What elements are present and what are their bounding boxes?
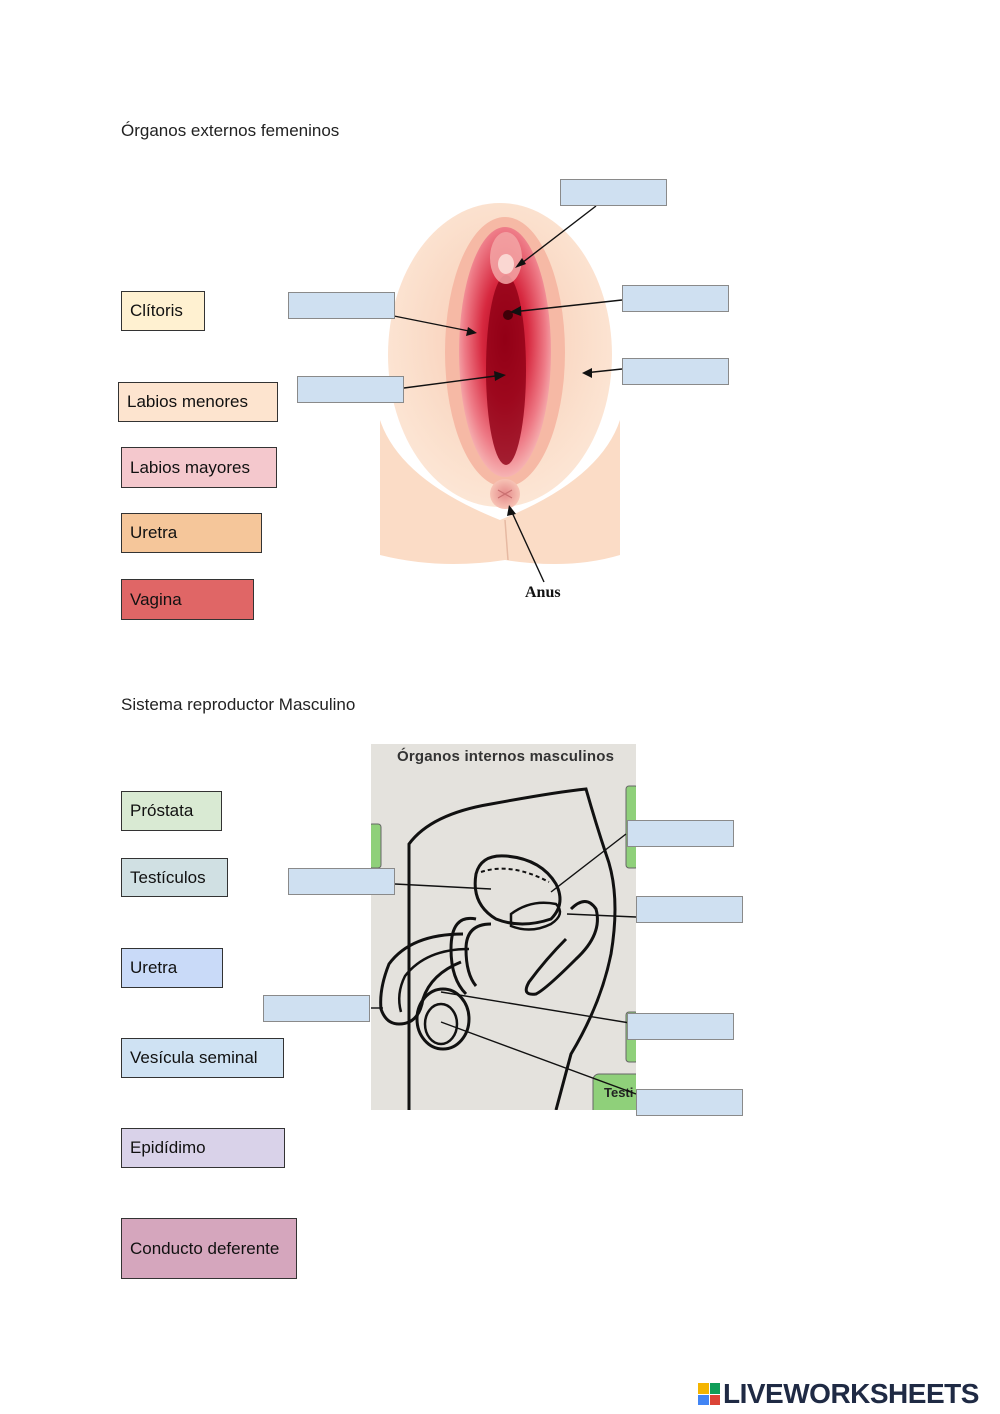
male-figure-caption: Órganos internos masculinos xyxy=(397,748,615,765)
drop-zone-female-4[interactable] xyxy=(622,358,729,385)
male-anatomy-drawing: Testi xyxy=(371,785,636,1110)
anus-label: Anus xyxy=(525,584,561,601)
female-section-title: Órganos externos femeninos xyxy=(121,121,340,140)
logo-wordmark: LIVEWORKSHEETS xyxy=(723,1378,979,1409)
drop-zone-male-3[interactable] xyxy=(636,896,743,923)
female-anatomy-illustration: Anus xyxy=(380,203,623,601)
liveworksheets-logo: LIVEWORKSHEETS xyxy=(698,1378,979,1410)
label-testiculos[interactable]: Testículos xyxy=(121,858,228,897)
label-vesicula-seminal[interactable]: Vesícula seminal xyxy=(121,1038,284,1078)
drop-zone-male-1[interactable] xyxy=(627,820,734,847)
label-uretra-female[interactable]: Uretra xyxy=(121,513,262,553)
logo-mark-icon xyxy=(698,1383,720,1405)
drop-zone-male-5[interactable] xyxy=(627,1013,734,1040)
label-labios-menores[interactable]: Labios menores xyxy=(118,382,278,422)
label-uretra-male[interactable]: Uretra xyxy=(121,948,223,988)
label-clitoris[interactable]: Clítoris xyxy=(121,291,205,331)
drop-zone-female-5[interactable] xyxy=(297,376,404,403)
drop-zone-male-4[interactable] xyxy=(263,995,370,1022)
drop-zone-female-2[interactable] xyxy=(622,285,729,312)
male-section-title: Sistema reproductor Masculino xyxy=(121,695,356,714)
drop-zone-male-2[interactable] xyxy=(288,868,395,895)
label-vagina[interactable]: Vagina xyxy=(121,579,254,620)
figure-fragment-text: Testi xyxy=(604,1085,633,1100)
label-labios-mayores[interactable]: Labios mayores xyxy=(121,447,277,488)
drop-zone-female-1[interactable] xyxy=(560,179,667,206)
label-conducto-deferente[interactable]: Conducto deferente xyxy=(121,1218,297,1279)
male-anatomy-photo: Órganos internos masculinos Testi xyxy=(371,744,636,1110)
label-prostata[interactable]: Próstata xyxy=(121,791,222,831)
drop-zone-female-3[interactable] xyxy=(288,292,395,319)
label-epididimo[interactable]: Epidídimo xyxy=(121,1128,285,1168)
drop-zone-male-6[interactable] xyxy=(636,1089,743,1116)
